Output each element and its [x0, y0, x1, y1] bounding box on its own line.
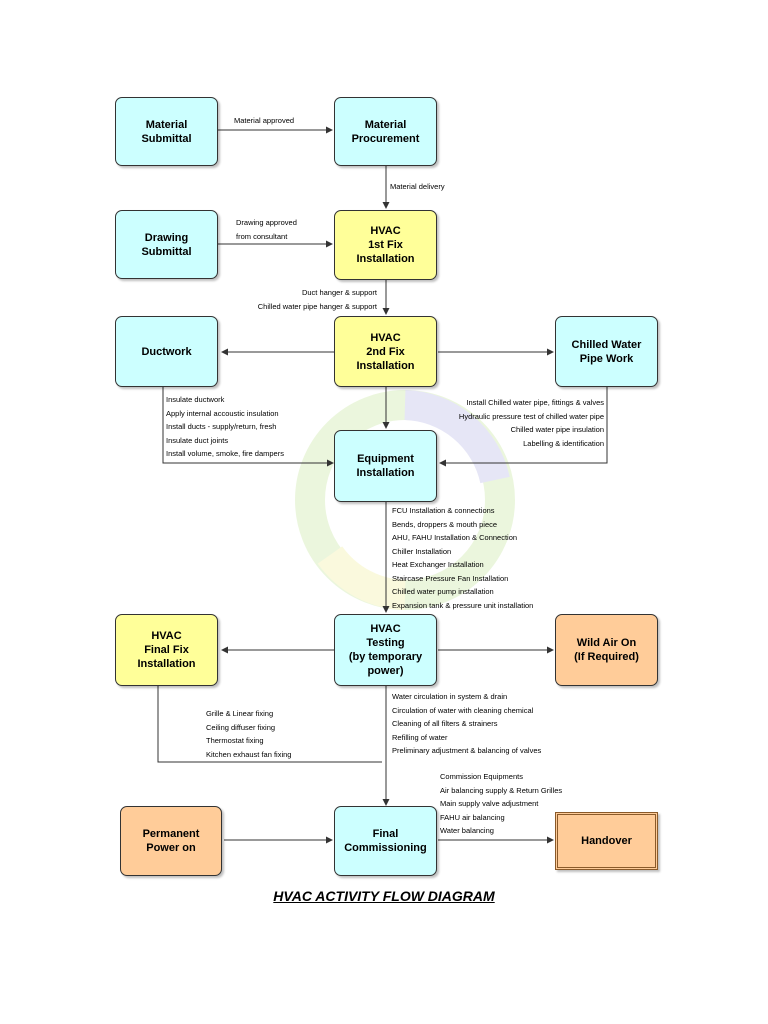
commissioning-tasks-list: Commission Equipments Air balancing supp…	[440, 772, 563, 835]
chilled-water-pipe-work-box: Chilled Water Pipe Work	[555, 316, 658, 387]
final-commissioning-box: Final Commissioning	[334, 806, 437, 876]
drawing-submittal-box: Drawing Submittal	[115, 210, 218, 279]
drawing-approved-label: Drawing approved from consultant	[236, 218, 297, 241]
background-watermark-circle	[295, 390, 515, 610]
chilled-water-tasks-list: Install Chilled water pipe, fittings & v…	[458, 398, 604, 448]
hvac-1st-fix-box: HVAC 1st Fix Installation	[334, 210, 437, 280]
ductwork-box: Ductwork	[115, 316, 218, 387]
permanent-power-on-box: Permanent Power on	[120, 806, 222, 876]
wild-air-on-box: Wild Air On (If Required)	[555, 614, 658, 686]
final-fix-tasks-list: Grille & Linear fixing Ceiling diffuser …	[206, 709, 292, 759]
hvac-final-fix-box: HVAC Final Fix Installation	[115, 614, 218, 686]
ductwork-tasks-list: Insulate ductwork Apply internal accoust…	[166, 395, 284, 458]
equipment-installation-box: Equipment Installation	[334, 430, 437, 502]
material-procurement-box: Material Procurement	[334, 97, 437, 166]
equipment-tasks-list: FCU Installation & connections Bends, dr…	[392, 506, 534, 610]
diagram-title: HVAC ACTIVITY FLOW DIAGRAM	[273, 888, 495, 904]
material-approved-label: Material approved	[234, 116, 295, 125]
material-submittal-box: Material Submittal	[115, 97, 218, 166]
testing-tasks-list: Water circulation in system & drain Circ…	[392, 692, 542, 755]
hanger-support-label: Duct hanger & support Chilled water pipe…	[257, 288, 377, 311]
handover-box: Handover	[555, 812, 658, 870]
hvac-testing-box: HVAC Testing (by temporary power)	[334, 614, 437, 686]
hvac-2nd-fix-box: HVAC 2nd Fix Installation	[334, 316, 437, 387]
material-delivery-label: Material delivery	[390, 182, 445, 191]
